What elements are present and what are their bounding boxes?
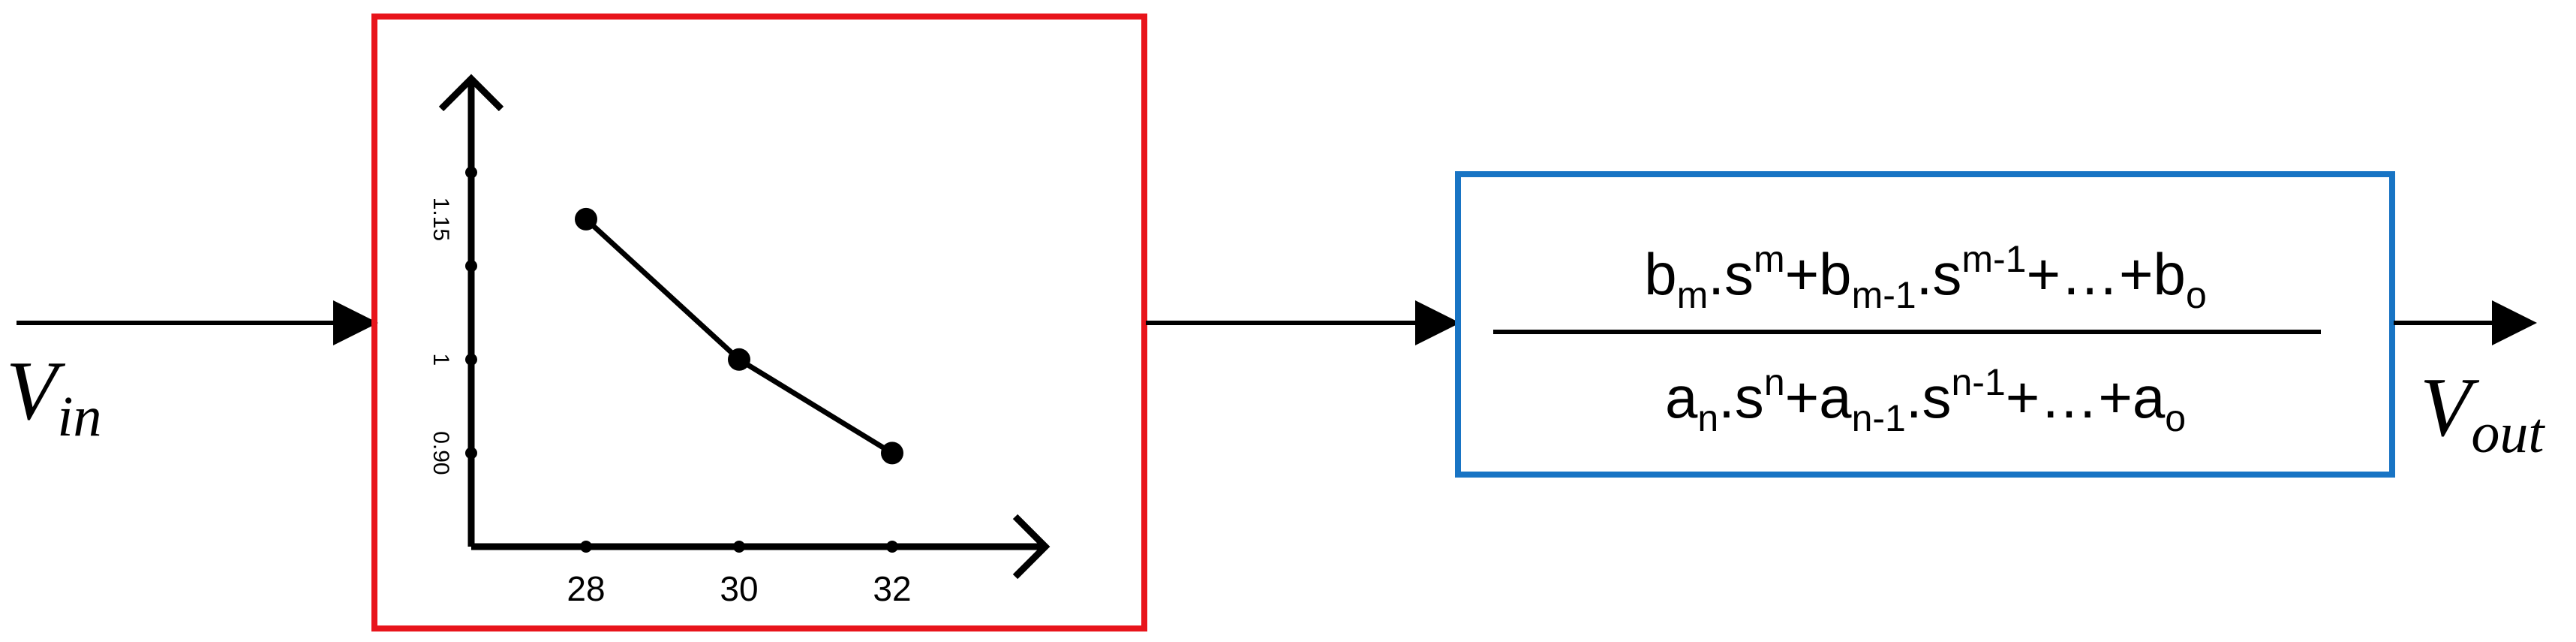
formula-term: n-1 — [1852, 397, 1906, 439]
y-tick-mark — [465, 447, 477, 460]
x-tick-mark — [886, 541, 898, 553]
y-axis-arrowhead — [438, 74, 504, 112]
formula-term: +…+a — [2006, 364, 2166, 430]
formula-term: .s — [1906, 364, 1952, 430]
formula-term: n-1 — [1952, 361, 2006, 403]
formula-term: .s — [1708, 241, 1754, 307]
x-tick-label: 28 — [567, 569, 605, 608]
x-tick-label: 32 — [873, 569, 911, 608]
nonlinear-block — [371, 14, 1147, 631]
formula-term: m — [1754, 238, 1785, 280]
formula-term: m-1 — [1961, 238, 2026, 280]
output-label: Vout — [2420, 361, 2545, 465]
gain-data-point — [881, 442, 903, 465]
y-tick-label: 0.90 — [428, 431, 453, 475]
nonlinear-gain-chart: 0.90 1 1.15 28 30 32 — [428, 74, 1051, 608]
input-label: Vin — [6, 345, 102, 448]
transfer-function-denominator: an.sn+an-1.sn-1+…+ao — [1665, 361, 2186, 439]
formula-term: a — [1665, 364, 1698, 430]
transfer-function-block — [1455, 171, 2395, 478]
formula-term: m — [1677, 274, 1709, 316]
formula-term: n — [1764, 361, 1785, 403]
formula-term: +…+b — [2026, 241, 2185, 307]
y-tick-label: 1.15 — [428, 197, 453, 241]
formula-term: o — [2186, 274, 2207, 316]
formula-term: o — [2165, 397, 2186, 439]
y-tick-label: 1 — [428, 353, 453, 366]
formula-term: .s — [1916, 241, 1962, 307]
x-tick-label: 30 — [720, 569, 758, 608]
formula-term: n — [1697, 397, 1718, 439]
formula-term: .s — [1718, 364, 1764, 430]
gain-series-line — [584, 217, 894, 456]
transfer-function-numerator: bm.sm+bm-1.sm-1+…+bo — [1644, 238, 2207, 316]
y-tick-mark — [465, 353, 477, 366]
formula-term: m-1 — [1852, 274, 1916, 316]
y-tick-mark — [465, 166, 477, 179]
gain-data-point — [575, 207, 597, 231]
y-tick-mark — [465, 260, 477, 273]
formula-term: b — [1644, 241, 1676, 307]
formula-term: +a — [1785, 364, 1853, 430]
formula-term: +b — [1785, 241, 1852, 307]
gain-data-point — [728, 348, 750, 371]
x-axis-arrowhead — [1012, 514, 1051, 580]
x-tick-mark — [580, 541, 592, 553]
x-tick-mark — [733, 541, 745, 553]
